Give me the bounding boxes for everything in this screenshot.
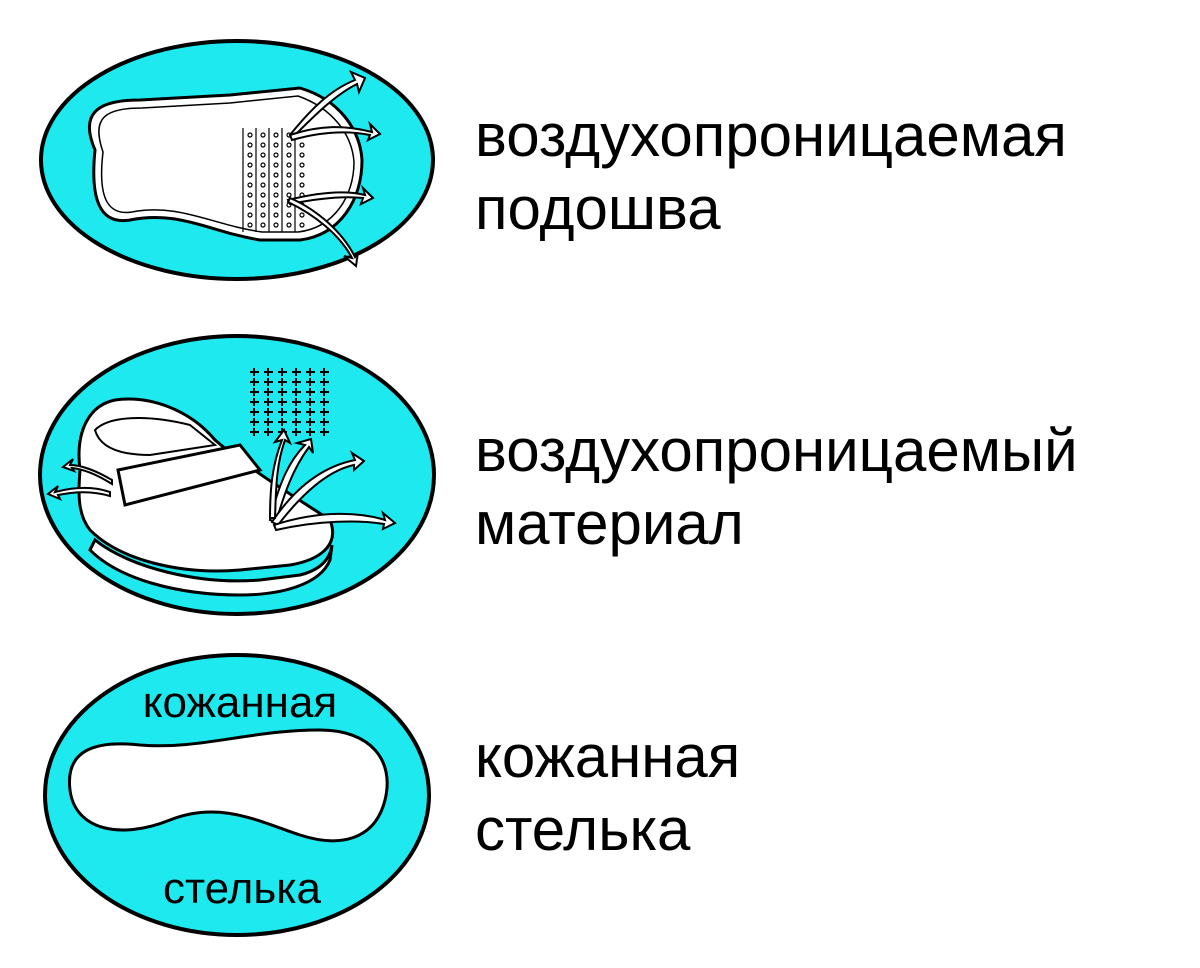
caption-breathable-material: воздухопроницаемый материал	[475, 414, 1078, 560]
caption-leather-insole: кожанная стелька	[475, 720, 740, 866]
caption-line: воздухопроницаемая	[475, 102, 1067, 169]
breathable-shoe-icon	[38, 334, 436, 616]
caption-line: кожанная	[475, 723, 741, 790]
badge-label-top: кожанная	[143, 678, 338, 727]
caption-line: подошва	[475, 175, 721, 242]
caption-line: воздухопроницаемый	[475, 417, 1078, 484]
leather-insole-icon: кожанная стелька	[43, 653, 431, 937]
caption-line: стелька	[475, 796, 691, 863]
badge-label-bottom: стелька	[163, 864, 321, 913]
caption-breathable-sole: воздухопроницаемая подошва	[475, 99, 1067, 245]
caption-line: материал	[475, 490, 744, 557]
perforated-sole-icon	[39, 39, 435, 281]
